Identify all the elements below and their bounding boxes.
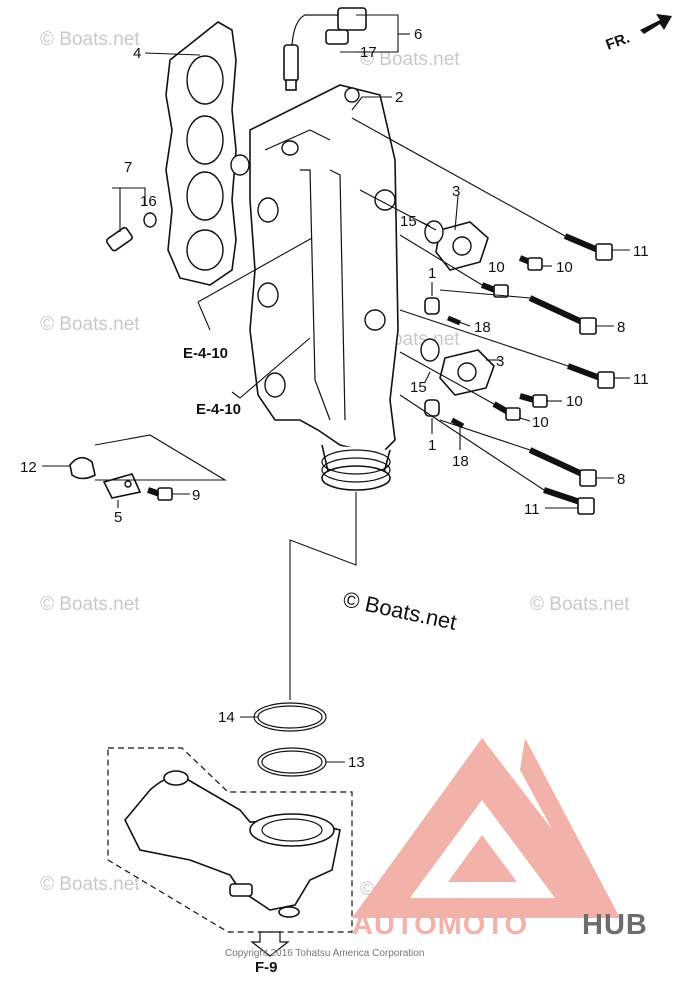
- oxygen-sensor: [283, 7, 367, 91]
- o-ring-lower: [420, 338, 440, 362]
- callout-label: 11: [633, 371, 649, 388]
- callout-label: 3: [496, 353, 504, 370]
- watermark: © Boats.net: [40, 594, 140, 615]
- collar-lower: [424, 399, 440, 417]
- brand-name-main: AUTOMOTO: [352, 909, 528, 941]
- callout-label: 5: [114, 509, 122, 526]
- mounting-bracket: [102, 473, 142, 499]
- automotohub-logo: AUTOMOTO HUB: [352, 738, 648, 941]
- cover-plate-lower: [439, 349, 495, 396]
- front-direction-indicator: FR.: [604, 14, 672, 54]
- callout-label: 7: [124, 159, 132, 176]
- front-label: FR.: [604, 30, 633, 54]
- watermark: © Boats.net: [40, 314, 140, 335]
- watermark: © Boats.net: [40, 29, 140, 50]
- o-ring-upper: [424, 220, 444, 244]
- collar-upper: [424, 297, 440, 315]
- cover-plate-upper: [435, 221, 489, 271]
- callout-label: 11: [524, 501, 540, 518]
- callout-label: 1: [428, 265, 436, 282]
- bolts: [147, 233, 615, 515]
- drain-plug: [105, 212, 157, 252]
- hose-clamp: [69, 456, 96, 480]
- callout-label: 8: [617, 471, 625, 488]
- callout-label: 10: [556, 259, 573, 276]
- callout-label: 18: [474, 319, 491, 336]
- callout-label: 2: [395, 89, 403, 106]
- callout-label: 4: [133, 45, 141, 62]
- next-section-label: F-9: [255, 959, 278, 976]
- center-watermark: © Boats.net: [341, 586, 459, 634]
- callout-label: 3: [452, 183, 460, 200]
- callout-label: 13: [348, 754, 365, 771]
- watermark: © Boats.net: [360, 49, 460, 70]
- thermostat-housing-assembly: [107, 747, 353, 933]
- front-arrow-icon: [640, 14, 672, 34]
- watermark: © Boats.net: [40, 874, 140, 895]
- gasket-ring-14-inner: [257, 705, 323, 729]
- watermark: © Boats.net: [530, 594, 630, 615]
- callout-label: 17: [360, 44, 377, 61]
- copyright-notice: Copyright 2016 Tohatsu America Corporati…: [225, 948, 424, 959]
- callout-label: 1: [428, 437, 436, 454]
- gasket-ring-13: [257, 747, 327, 777]
- leader-lines: [42, 14, 630, 763]
- callout-label: 14: [218, 709, 235, 726]
- callout-label: 9: [192, 487, 200, 504]
- manifold-gasket: [165, 21, 237, 286]
- callout-label: 12: [20, 459, 37, 476]
- callout-label: 18: [452, 453, 469, 470]
- callout-label: 15: [410, 379, 427, 396]
- callout-label: 16: [140, 193, 157, 210]
- part-callouts: 4 6 17 2 7 16 3 15 11 10 10 1 18 8 3 11 …: [20, 26, 649, 771]
- callout-label: 15: [400, 213, 417, 230]
- reference-label: E-4-10: [196, 401, 241, 418]
- exhaust-manifold: [230, 84, 399, 491]
- callout-label: 10: [566, 393, 583, 410]
- gasket-ring-13-inner: [261, 750, 323, 774]
- callout-label: 6: [414, 26, 422, 43]
- reference-label: E-4-10: [183, 345, 228, 362]
- callout-label: 11: [633, 243, 649, 260]
- next-page-arrow: [250, 931, 290, 957]
- callout-label: 10: [532, 414, 549, 431]
- gasket-ring-14: [253, 702, 327, 732]
- brand-name-hub: HUB: [582, 909, 648, 941]
- callout-label: 8: [617, 319, 625, 336]
- callout-label: 10: [488, 259, 505, 276]
